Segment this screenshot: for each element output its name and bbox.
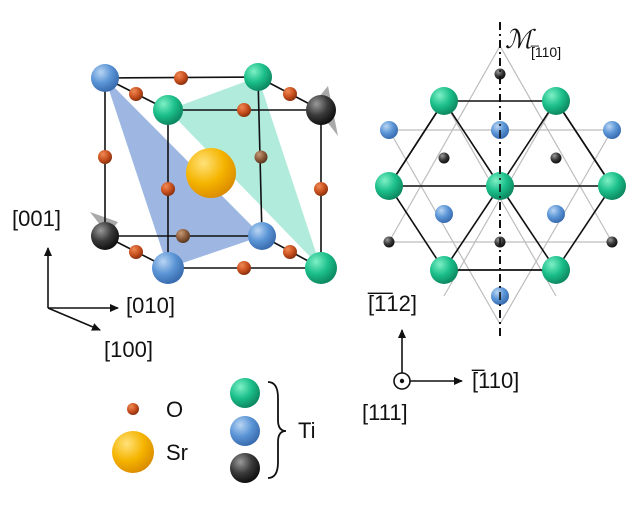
lattice-atoms bbox=[375, 68, 626, 305]
legend-ti-label: Ti bbox=[298, 418, 316, 443]
ti-atom-blue bbox=[152, 252, 184, 284]
legend: O Sr Ti bbox=[112, 378, 316, 483]
oxygen-atom bbox=[174, 71, 188, 85]
axis-label-11-2: [̅1̅12] bbox=[367, 291, 417, 316]
ti-atom-black bbox=[438, 152, 450, 164]
ti-atom-green bbox=[305, 252, 337, 284]
oxygen-atom bbox=[283, 245, 297, 259]
oxygen-atoms bbox=[98, 71, 328, 275]
oxygen-atom bbox=[129, 87, 143, 101]
ti-atom-blue bbox=[435, 205, 453, 223]
hexagonal-lattice: ℳ [̅110] bbox=[375, 22, 626, 338]
perovskite-cube bbox=[90, 63, 338, 284]
axis-label-100: [100] bbox=[104, 337, 153, 362]
hex-axes: [̅1̅12] [̅110] [111] bbox=[362, 291, 519, 425]
oxygen-atom bbox=[237, 261, 251, 275]
oxygen-atom bbox=[161, 182, 175, 196]
ti-atom-blue bbox=[603, 121, 621, 139]
axis-label-110: [̅110] bbox=[471, 368, 519, 393]
legend-ti-blue-swatch bbox=[230, 416, 260, 446]
legend-ti-brace bbox=[267, 381, 287, 479]
axis-label-111: [111] bbox=[362, 400, 408, 425]
ti-atom-black bbox=[306, 95, 336, 125]
ti-atom-green bbox=[375, 172, 403, 200]
ti-atom-black bbox=[494, 68, 506, 80]
ti-atom-blue bbox=[248, 222, 276, 250]
axis-label-010: [010] bbox=[126, 293, 175, 318]
ti-atom-blue bbox=[380, 121, 398, 139]
axis-label-001: [001] bbox=[12, 206, 61, 231]
ti-atom-blue bbox=[547, 205, 565, 223]
mirror-symbol: ℳ bbox=[505, 25, 536, 55]
oxygen-atom bbox=[314, 182, 328, 196]
ti-atom-green bbox=[542, 256, 570, 284]
ti-atom-green bbox=[430, 87, 458, 115]
ti-atom-green bbox=[542, 87, 570, 115]
ti-atom-green bbox=[598, 172, 626, 200]
legend-ti-black-swatch bbox=[230, 453, 260, 483]
legend-oxygen-label: O bbox=[166, 397, 183, 422]
ti-atom-black bbox=[383, 236, 395, 248]
legend-strontium-swatch bbox=[112, 431, 154, 473]
legend-oxygen-swatch bbox=[127, 403, 139, 415]
legend-ti-green-swatch bbox=[230, 378, 260, 408]
ti-atom-green bbox=[244, 63, 272, 91]
oxygen-atom bbox=[129, 245, 143, 259]
ti-atom-green bbox=[153, 95, 183, 125]
out-of-plane-dot bbox=[399, 378, 405, 384]
oxygen-atom bbox=[98, 150, 112, 164]
green-plane bbox=[168, 77, 321, 268]
ti-atom-blue bbox=[91, 64, 119, 92]
ti-atom-black bbox=[550, 152, 562, 164]
legend-strontium-label: Sr bbox=[166, 440, 188, 465]
strontium-atom bbox=[186, 148, 236, 198]
ti-atom-black bbox=[606, 236, 618, 248]
blue-plane bbox=[105, 78, 262, 268]
ti-atom-black bbox=[91, 222, 119, 250]
ti-atom-green bbox=[430, 256, 458, 284]
oxygen-atom bbox=[254, 150, 268, 164]
oxygen-atom bbox=[176, 229, 190, 243]
cube-axes: [001] [010] [100] bbox=[12, 206, 175, 362]
oxygen-atom bbox=[283, 87, 297, 101]
oxygen-atom bbox=[237, 103, 251, 117]
mirror-subscript: [̅110] bbox=[530, 44, 561, 60]
